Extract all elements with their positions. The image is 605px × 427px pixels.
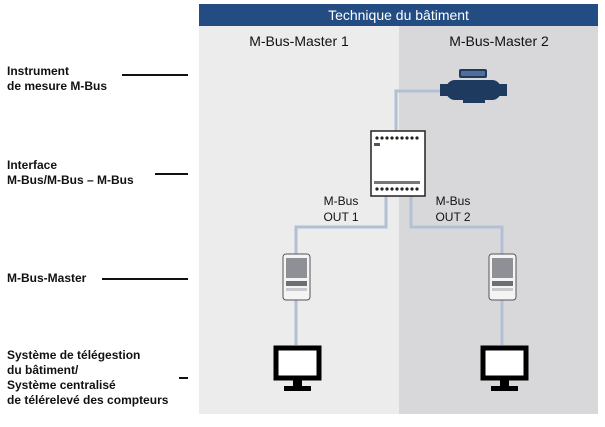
bus-interface-icon (370, 130, 426, 197)
row-dash-measuring-instrument (122, 74, 188, 76)
line-out2 (409, 196, 504, 254)
water-meter-icon (440, 69, 507, 103)
row-dash-interface (155, 173, 188, 175)
monitor-2-icon (480, 345, 529, 391)
column-title-master-1: M-Bus-Master 1 (249, 33, 349, 49)
column-title-master-2: M-Bus-Master 2 (449, 33, 549, 49)
row-dash-master (102, 278, 188, 280)
monitor-1-icon (273, 345, 322, 391)
bus-master-1-icon (282, 253, 311, 301)
row-label-measuring-instrument: Instrument de mesure M-Bus (7, 64, 108, 93)
line-meter-to-interface (394, 89, 442, 131)
row-label-master: M-Bus-Master (7, 271, 87, 285)
row-dash-building-system (179, 377, 188, 379)
connection-lines (294, 89, 504, 345)
header-title: Technique du bâtiment (199, 4, 598, 26)
output-label-2: M-Bus OUT 2 (435, 194, 471, 224)
output-label-1: M-Bus OUT 1 (323, 194, 359, 224)
row-label-building-system: Système de télégestion du bâtiment/ Syst… (7, 348, 169, 407)
row-label-interface: Interface M-Bus/M-Bus – M-Bus (7, 158, 134, 187)
line-out1 (294, 196, 388, 254)
bus-master-2-icon (488, 253, 517, 301)
